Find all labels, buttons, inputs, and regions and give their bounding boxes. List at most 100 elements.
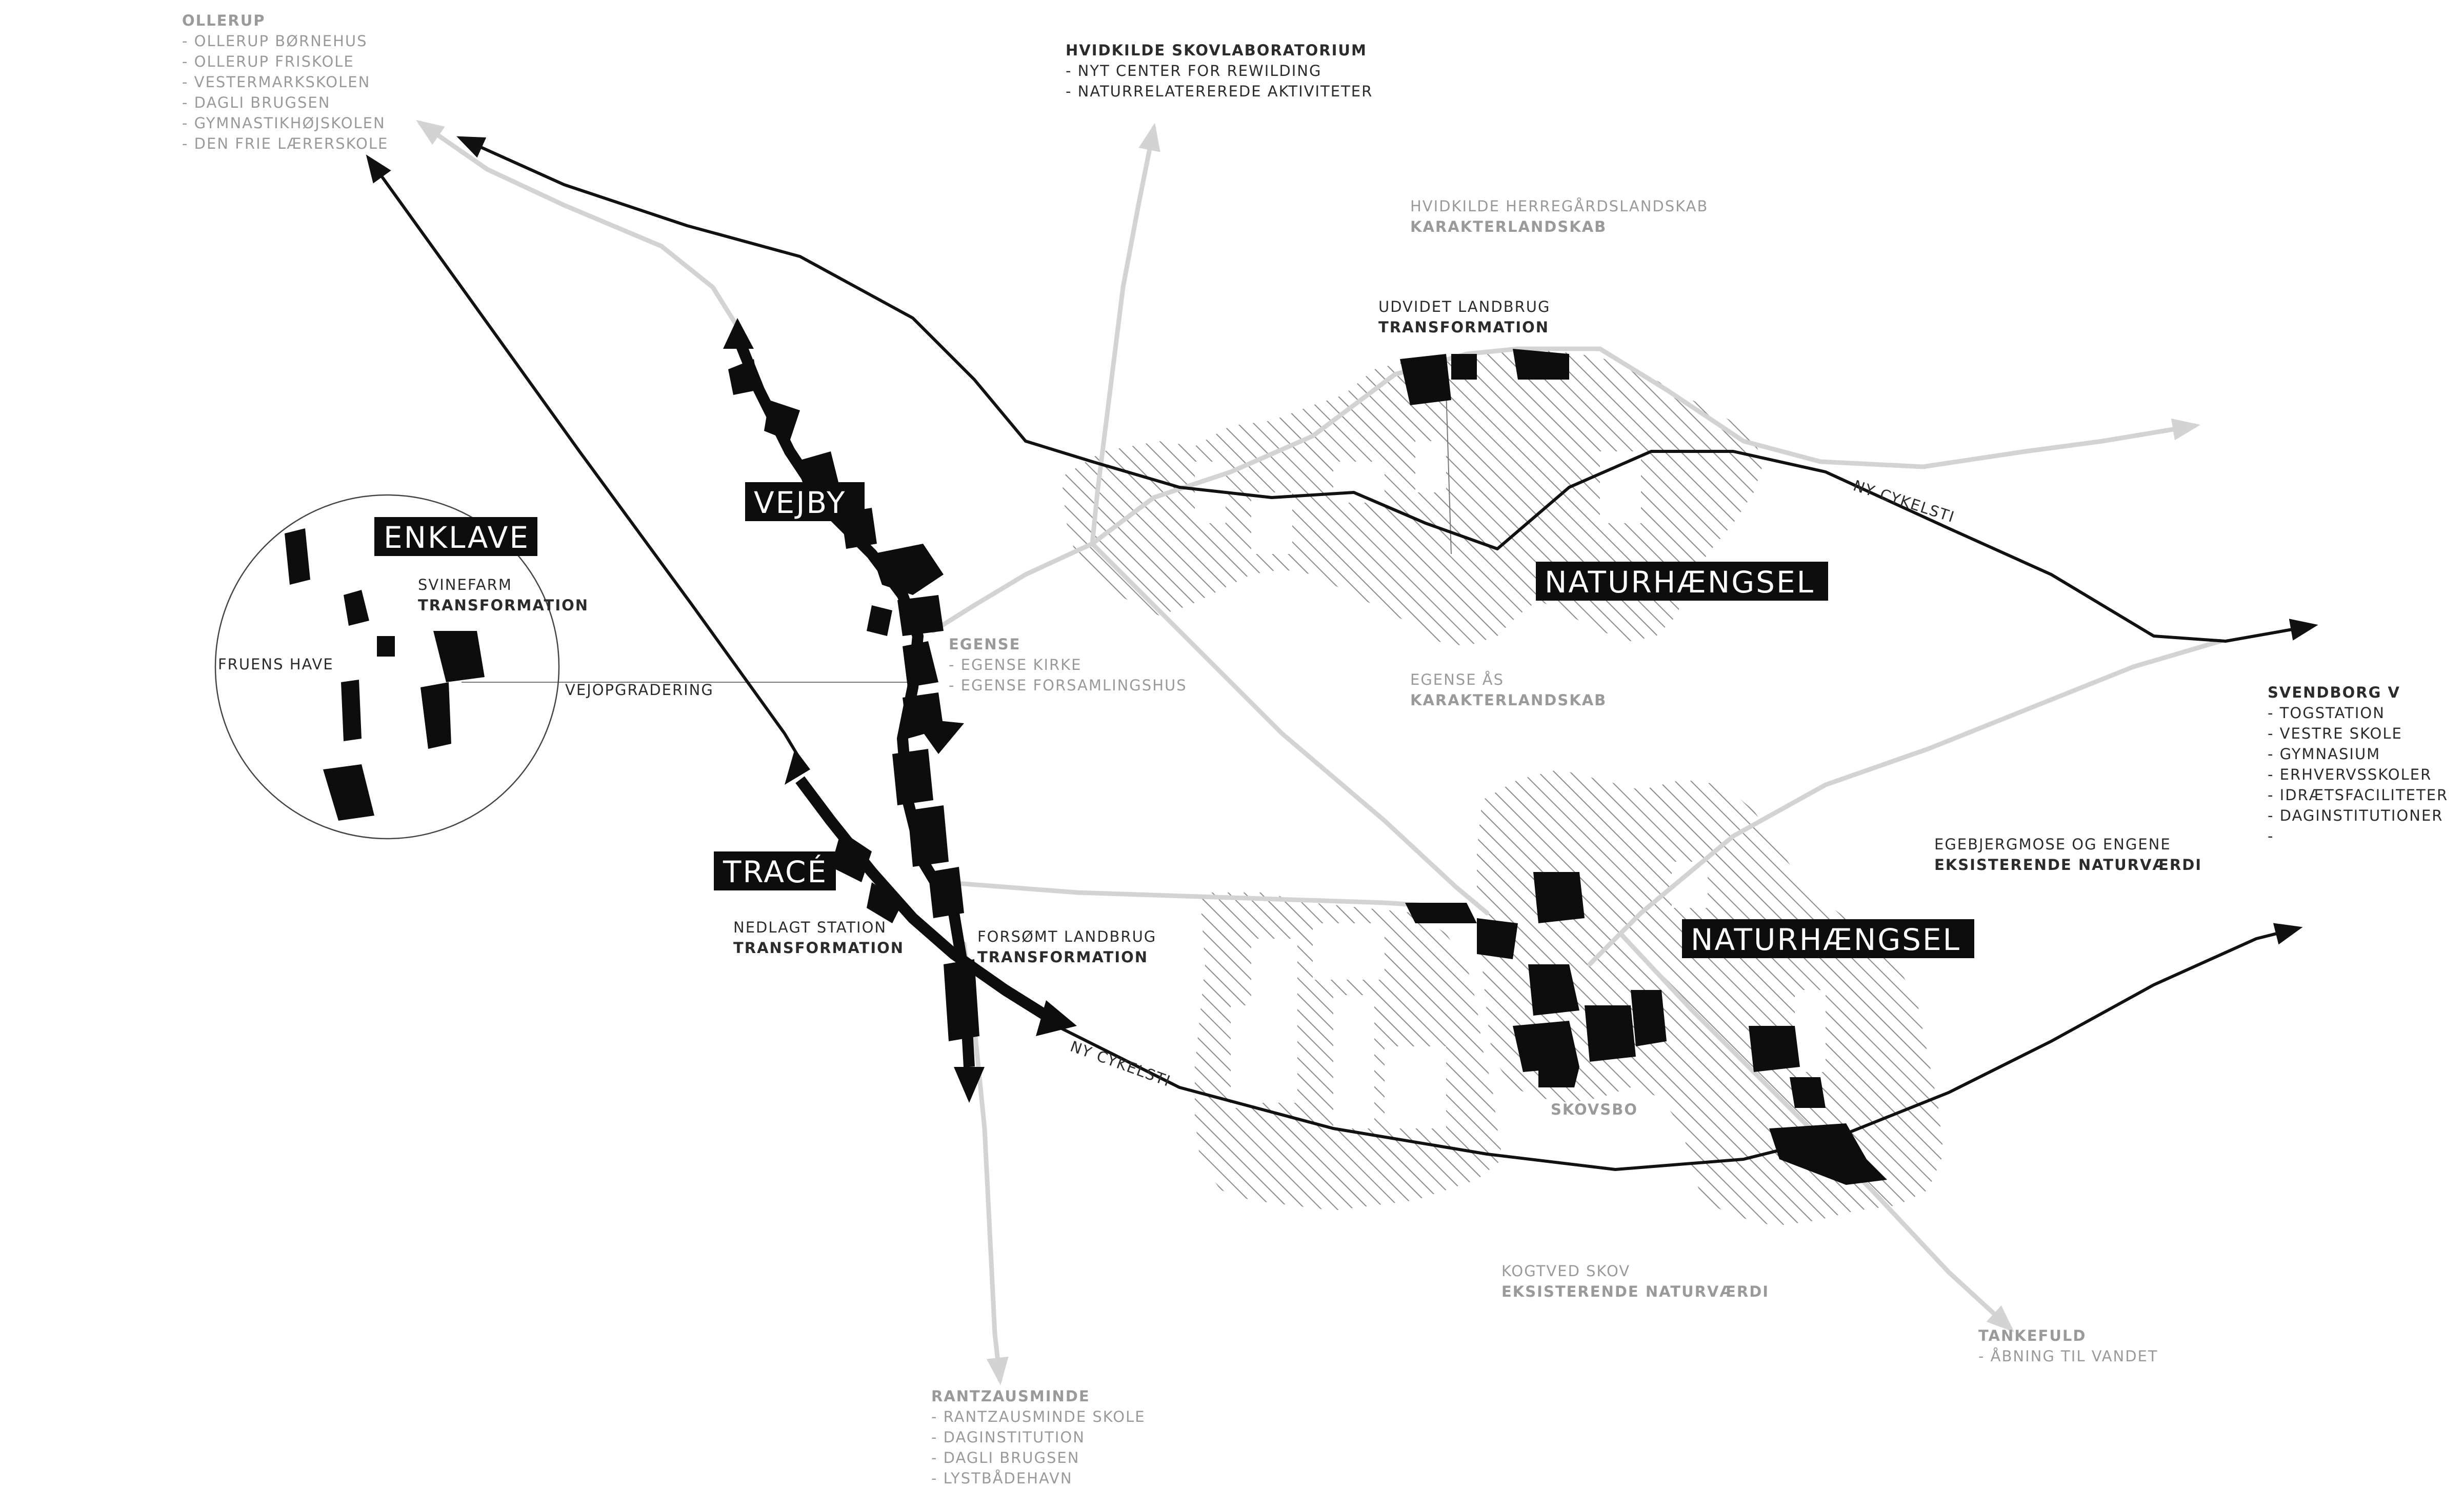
label-tankefuld-item: - ÅBNING TIL VANDET bbox=[1978, 1347, 2158, 1365]
building bbox=[1477, 918, 1518, 959]
vejby-spine bbox=[723, 318, 1077, 1103]
area-badges: ENKLAVE VEJBY TRACÉ NATURHÆNGSEL NATURHÆ… bbox=[374, 482, 1974, 958]
label-forsomt: FORSØMT LANDBRUG bbox=[977, 928, 1156, 945]
building bbox=[892, 749, 933, 805]
building bbox=[1585, 1005, 1636, 1062]
label-svendborg-item: - VESTRE SKOLE bbox=[2268, 725, 2402, 742]
road-skovsbo-northeast bbox=[1587, 639, 2223, 967]
label-rantzausminde-item: - LYSTBÅDEHAVN bbox=[931, 1470, 1073, 1487]
road-to-ollerup bbox=[416, 120, 741, 331]
building bbox=[1513, 1021, 1579, 1072]
label-vejopgradering: VEJOPGRADERING bbox=[565, 681, 714, 699]
building bbox=[831, 831, 872, 882]
vejby-main-road-arrow bbox=[954, 1067, 985, 1103]
label-hvidkilde-land: HVIDKILDE HERREGÅRDSLANDSKAB bbox=[1410, 197, 1708, 215]
building bbox=[1631, 990, 1667, 1046]
label-egense-aas-sub: KARAKTERLANDSKAB bbox=[1410, 691, 1607, 709]
building bbox=[897, 595, 944, 636]
building bbox=[944, 959, 979, 1041]
label-skovsbo: SKOVSBO bbox=[1551, 1101, 1638, 1118]
trace-arrow-end bbox=[1036, 1000, 1077, 1036]
label-ollerup-item: - DEN FRIE LÆRERSKOLE bbox=[182, 135, 388, 152]
building bbox=[341, 680, 362, 741]
label-svendborg-item: - DAGINSTITUTIONER bbox=[2268, 807, 2443, 824]
building bbox=[1533, 872, 1585, 923]
building bbox=[867, 882, 903, 923]
udvidet-landbrug-leader bbox=[1446, 389, 1452, 554]
label-udvidet: UDVIDET LANDBRUG bbox=[1378, 298, 1550, 315]
trace-road bbox=[795, 776, 1049, 1021]
trace-arrow-start bbox=[785, 749, 810, 785]
badge-vejby: VEJBY bbox=[754, 485, 846, 520]
label-egebjerg: EGEBJERGMOSE OG ENGENE bbox=[1934, 836, 2171, 853]
route-ollerup-diagonal bbox=[366, 154, 802, 761]
building bbox=[1769, 1123, 1887, 1185]
label-rantzausminde-item: - RANTZAUSMINDE SKOLE bbox=[931, 1408, 1146, 1425]
label-svendborg-item: - TOGSTATION bbox=[2268, 704, 2385, 722]
label-egebjerg-sub: EKSISTERENDE NATURVÆRDI bbox=[1934, 856, 2202, 874]
thin-connectors bbox=[214, 389, 1452, 840]
building bbox=[913, 718, 964, 754]
building bbox=[285, 528, 310, 585]
label-svendborg-title: SVENDBORG V bbox=[2268, 684, 2400, 701]
label-nedlagt-sub: TRANSFORMATION bbox=[733, 939, 904, 957]
label-hvidkilde-land-sub: KARAKTERLANDSKAB bbox=[1410, 218, 1607, 235]
label-svinefarm-sub: TRANSFORMATION bbox=[418, 597, 589, 614]
label-rantzausminde-item: - DAGINSTITUTION bbox=[931, 1429, 1085, 1446]
building bbox=[903, 641, 938, 687]
building bbox=[728, 359, 759, 395]
building bbox=[1405, 903, 1477, 923]
label-tankefuld-title: TANKEFULD bbox=[1978, 1327, 2086, 1344]
label-nedlagt: NEDLAGT STATION bbox=[733, 919, 887, 936]
building bbox=[1538, 1067, 1579, 1087]
building bbox=[1513, 349, 1569, 380]
building bbox=[908, 805, 949, 867]
label-fruens-have: FRUENS HAVE bbox=[218, 656, 334, 673]
label-ollerup-item: - OLLERUP FRISKOLE bbox=[182, 53, 354, 70]
map-labels: OLLERUP - OLLERUP BØRNEHUS - OLLERUP FRI… bbox=[182, 12, 2448, 1487]
building bbox=[420, 682, 451, 749]
route-to-ollerup-upper bbox=[456, 136, 1094, 463]
label-egense-aas: EGENSE ÅS bbox=[1410, 671, 1504, 688]
building bbox=[1749, 1026, 1800, 1072]
field-cutouts bbox=[1195, 441, 1826, 1128]
label-svendborg-item: - ERHVERVSSKOLER bbox=[2268, 766, 2432, 783]
road-egense-west bbox=[931, 541, 1095, 633]
road-egense-skovsbo bbox=[1090, 541, 1490, 916]
label-rantzausminde-title: RANTZAUSMINDE bbox=[931, 1387, 1090, 1405]
label-svendborg-item: - bbox=[2268, 827, 2274, 845]
buildings bbox=[285, 349, 1887, 1185]
label-ollerup-item: - VESTERMARKSKOLEN bbox=[182, 73, 370, 91]
badge-naturhaengsel-top: NATURHÆNGSEL bbox=[1545, 565, 1815, 600]
building bbox=[1528, 964, 1579, 1016]
label-egense-item: - EGENSE FORSAMLINGSHUS bbox=[949, 677, 1187, 694]
building bbox=[1451, 354, 1477, 380]
label-hvidkilde-lab-item: - NYT CENTER FOR REWILDING bbox=[1066, 62, 1321, 80]
label-egense-title: EGENSE bbox=[949, 636, 1020, 653]
label-egense-item: - EGENSE KIRKE bbox=[949, 656, 1082, 673]
building bbox=[323, 764, 374, 821]
label-ollerup-item: - GYMNASTIKHØJSKOLEN bbox=[182, 114, 386, 132]
label-cykelsti-upper: NY CYKELSTI bbox=[1851, 477, 1957, 526]
label-svendborg-item: - GYMNASIUM bbox=[2268, 745, 2380, 763]
building bbox=[928, 867, 964, 918]
vejby-north-arrow bbox=[723, 318, 754, 349]
label-cykelsti-lower: NY CYKELSTI bbox=[1068, 1038, 1173, 1090]
label-kogtved: KOGTVED SKOV bbox=[1501, 1262, 1630, 1280]
building bbox=[1400, 354, 1451, 405]
label-hvidkilde-lab-item: - NATURRELATEREREDE AKTIVITETER bbox=[1066, 83, 1373, 100]
label-rantzausminde-item: - DAGLI BRUGSEN bbox=[931, 1449, 1079, 1466]
label-udvidet-sub: TRANSFORMATION bbox=[1378, 319, 1549, 336]
label-ollerup-title: OLLERUP bbox=[182, 12, 266, 29]
building bbox=[344, 590, 369, 626]
badge-naturhaengsel-bottom: NATURHÆNGSEL bbox=[1691, 922, 1961, 957]
enklave-circle bbox=[214, 494, 560, 840]
label-forsomt-sub: TRANSFORMATION bbox=[977, 948, 1148, 966]
building bbox=[867, 605, 892, 636]
building bbox=[377, 636, 395, 657]
badge-trace: TRACÉ bbox=[723, 854, 828, 889]
label-svendborg-item: - IDRÆTSFACILITETER bbox=[2268, 786, 2448, 804]
road-to-hvidkilde bbox=[1090, 123, 1160, 546]
label-kogtved-sub: EKSISTERENDE NATURVÆRDI bbox=[1501, 1283, 1769, 1300]
